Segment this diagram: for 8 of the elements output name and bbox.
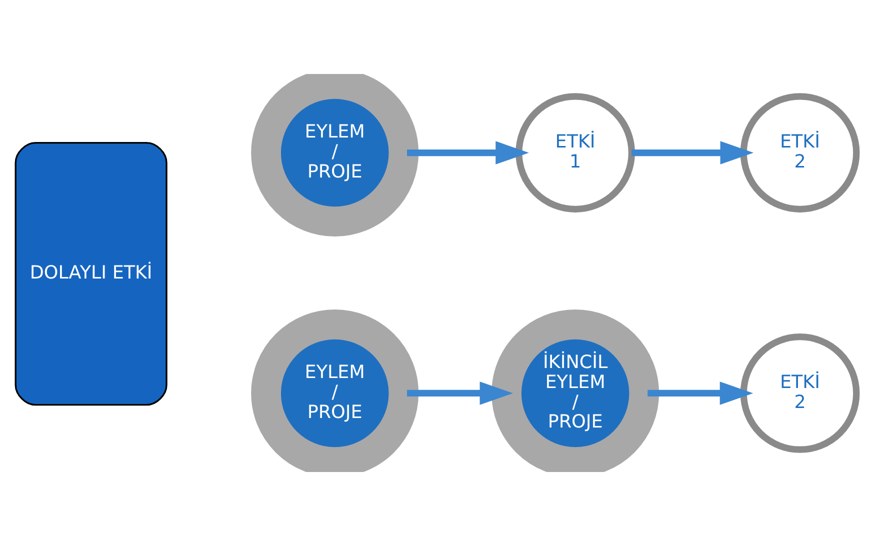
arrow [407, 382, 514, 405]
node-circle: ETKİ 1 [516, 93, 635, 212]
node-circle: ETKİ 2 [740, 93, 860, 212]
arrow [407, 141, 529, 164]
node-circle: ETKİ 2 [740, 334, 860, 453]
arrow [648, 382, 754, 405]
node-box: DOLAYLI ETKİ [14, 142, 168, 406]
arrow [632, 141, 754, 164]
